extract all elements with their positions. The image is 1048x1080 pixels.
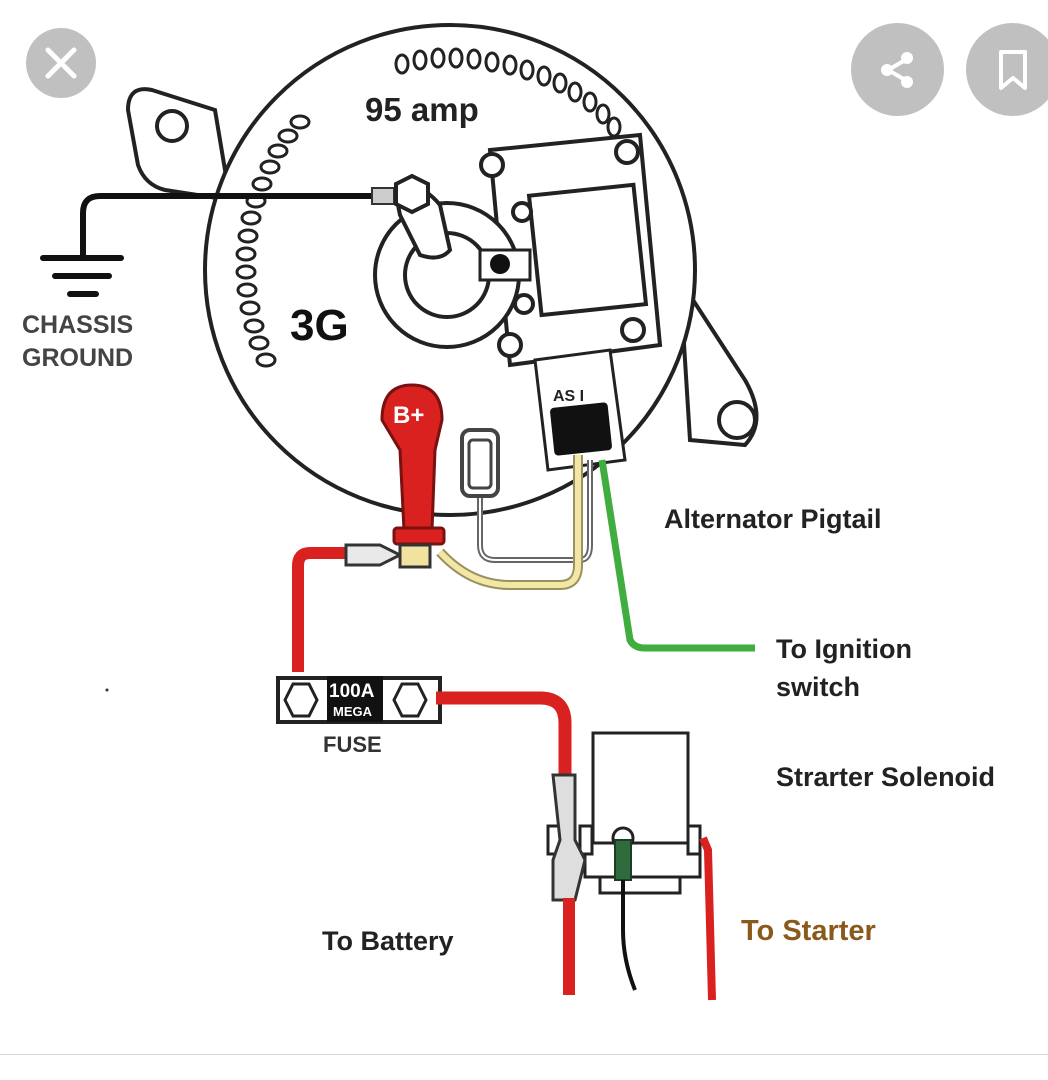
vent-slots-left (235, 114, 311, 368)
chassis-ground-wire (80, 193, 380, 255)
regulator-screw-3 (511, 201, 533, 223)
b-plus-boot (380, 383, 444, 532)
chassis-ground-label-2: GROUND (22, 344, 133, 372)
alternator-pigtail-label: Alternator Pigtail (664, 504, 882, 534)
starter-solenoid-mount (598, 875, 682, 895)
asi-label: AS I (553, 388, 584, 405)
solenoid-bolt-right (578, 824, 594, 856)
ground-symbol-icon (40, 255, 124, 297)
alternator-rating-label: 95 amp (365, 91, 479, 128)
to-starter-label: To Starter (741, 915, 876, 947)
alternator-model-label: 3G (290, 301, 349, 350)
b-plus-ring-terminal (344, 543, 404, 567)
chassis-ground-label-1: CHASSIS (22, 311, 133, 339)
share-icon (880, 51, 913, 88)
solenoid-bolt-far-right (686, 824, 702, 856)
regulator-screw-6 (620, 317, 646, 343)
power-wire-fuse-to-solenoid (436, 691, 572, 775)
asi-plug (550, 402, 612, 456)
bookmark-button[interactable] (966, 23, 1048, 116)
b-plus-nut (398, 543, 432, 569)
yellow-pigtail-wire-core (437, 455, 581, 588)
mount-hole-right (717, 400, 757, 440)
gray-pigtail-wire-core (479, 460, 591, 561)
b-plus-boot-collar (392, 526, 446, 546)
stray-dot (105, 688, 109, 692)
b-plus-label: B+ (393, 402, 424, 429)
ignition-label-2: switch (776, 672, 860, 702)
mount-hole-left (155, 109, 189, 143)
close-icon (45, 47, 77, 79)
fuse-body (327, 676, 383, 722)
ignition-wire (598, 459, 755, 652)
ignition-label-1: To Ignition (776, 634, 912, 664)
solenoid-control-wire (621, 880, 637, 991)
to-battery-label: To Battery (322, 926, 454, 956)
fuse-stud-left (283, 682, 319, 718)
regulator-screw-4 (513, 293, 535, 315)
alternator-mount-ear-left (125, 87, 233, 203)
gray-pigtail-connector-body (467, 438, 493, 490)
fuse-rating-label: 100A (329, 681, 375, 702)
brush-connector (478, 248, 532, 282)
regulator-screw-2 (614, 139, 640, 165)
ground-wire-terminal (371, 187, 395, 205)
ground-stud-nut (394, 173, 430, 215)
power-wire-alternator-to-fuse (292, 547, 355, 672)
regulator-screw-5 (497, 332, 523, 358)
starter-solenoid-flange (583, 841, 702, 879)
solenoid-s-terminal-wire-boot (614, 839, 632, 881)
share-button[interactable] (851, 23, 944, 116)
fuse-label: FUSE (323, 732, 382, 757)
vent-slots-top (394, 47, 622, 138)
regulator-window (526, 182, 649, 318)
starter-solenoid-body (591, 731, 690, 845)
bottom-divider (0, 1054, 1048, 1055)
fuse-type-label: MEGA (333, 704, 373, 719)
close-button[interactable] (26, 28, 96, 98)
fuse-stud-right (392, 682, 428, 718)
bookmark-icon (998, 49, 1027, 90)
brush-dot (490, 254, 510, 274)
regulator-screw-1 (479, 152, 505, 178)
starter-cable (699, 836, 716, 1001)
starter-solenoid-label: Strarter Solenoid (776, 762, 995, 792)
